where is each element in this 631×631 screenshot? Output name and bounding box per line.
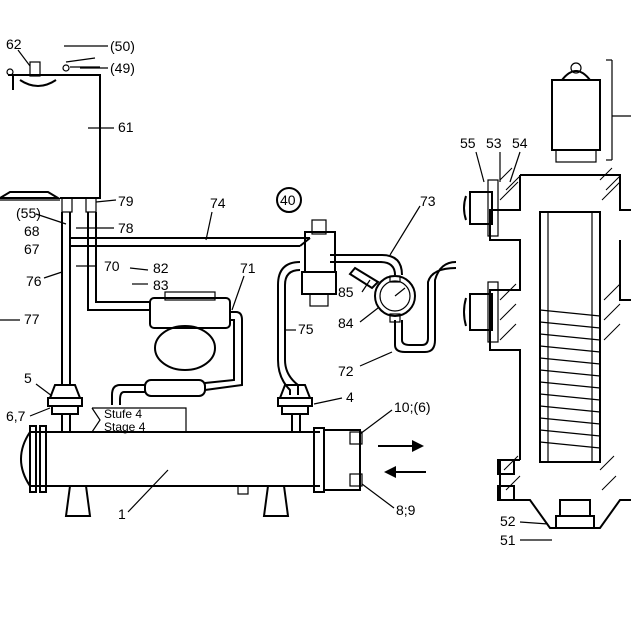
valve-40 [276, 187, 337, 307]
label-82: 82 [153, 260, 169, 276]
label-73: 73 [420, 193, 436, 209]
label-50: (50) [110, 38, 135, 54]
label-51: 51 [500, 532, 516, 548]
valve-cross-section [463, 59, 631, 529]
label-78: 78 [118, 220, 134, 236]
pump-71 [144, 291, 231, 397]
label-55-paren: (55) [16, 205, 41, 221]
label-10-6: 10;(6) [394, 399, 431, 415]
label-54: 54 [512, 135, 528, 151]
label-76: 76 [26, 273, 42, 289]
label-stage: Stage 4 [104, 420, 146, 434]
heat-exchanger-1 [20, 425, 426, 517]
label-84: 84 [338, 315, 354, 331]
leader-lines [0, 45, 552, 541]
label-49: (49) [110, 60, 135, 76]
label-67: 67 [24, 241, 40, 257]
label-40: 40 [280, 192, 296, 208]
label-79: 79 [118, 193, 134, 209]
gauge-84 [348, 266, 416, 323]
label-1: 1 [118, 506, 126, 522]
label-stufe: Stufe 4 [104, 407, 142, 421]
label-71: 71 [240, 260, 256, 276]
flange-5 [47, 384, 83, 432]
label-5: 5 [24, 370, 32, 386]
label-72: 72 [338, 363, 354, 379]
label-62: 62 [6, 36, 22, 52]
label-74: 74 [210, 195, 226, 211]
label-8-9: 8;9 [396, 502, 416, 518]
pipe-network [61, 212, 457, 405]
tank-61 [0, 57, 101, 213]
label-53: 53 [486, 135, 502, 151]
label-70: 70 [104, 258, 120, 274]
flange-4 [277, 384, 313, 432]
label-6-7: 6,7 [6, 408, 26, 424]
label-75: 75 [298, 321, 314, 337]
label-68: 68 [24, 223, 40, 239]
label-52: 52 [500, 513, 516, 529]
label-83: 83 [153, 277, 169, 293]
label-61: 61 [118, 119, 134, 135]
label-77: 77 [24, 311, 40, 327]
label-55: 55 [460, 135, 476, 151]
label-85: 85 [338, 284, 354, 300]
label-4: 4 [346, 389, 354, 405]
